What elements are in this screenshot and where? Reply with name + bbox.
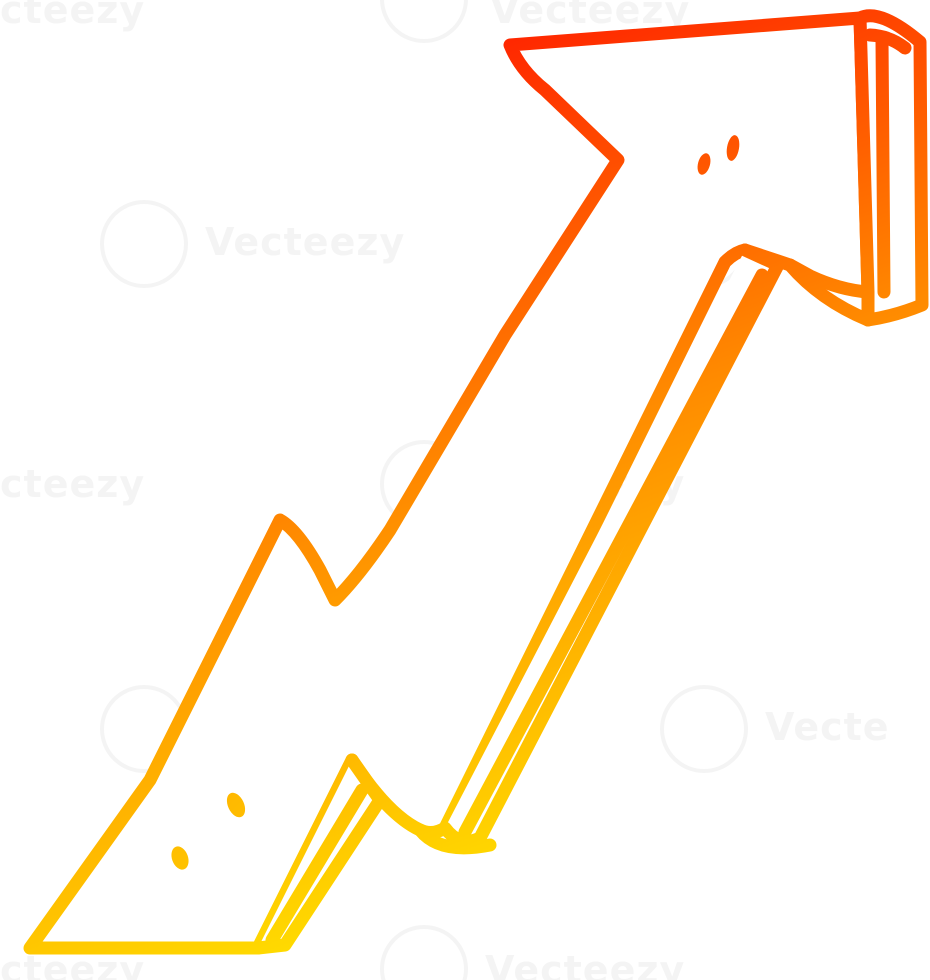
highlight-marks bbox=[171, 135, 740, 870]
arrow-shaft-inner-line-lower bbox=[265, 783, 369, 947]
watermark-text: Vecteezy bbox=[485, 948, 686, 980]
arrow-lower-bevel bbox=[413, 823, 497, 855]
watermark-logo-icon bbox=[660, 685, 748, 773]
watermark-text: Vecte bbox=[765, 705, 890, 749]
arrow-head-inner-line bbox=[875, 33, 891, 299]
arrow-head-edge-line bbox=[863, 28, 912, 55]
watermark-logo-icon bbox=[100, 200, 188, 288]
arrow-head-underside bbox=[783, 258, 875, 327]
highlight-mark bbox=[226, 792, 246, 818]
arrow-shaft-inner-line bbox=[458, 268, 769, 839]
highlight-mark bbox=[726, 135, 740, 161]
highlight-mark bbox=[697, 153, 711, 175]
arrow-front-face bbox=[23, 11, 875, 955]
watermark-text: cteezy bbox=[0, 0, 146, 32]
highlight-mark bbox=[171, 846, 189, 870]
watermark-text: Vecteezy bbox=[205, 220, 406, 264]
watermark-text: cteezy bbox=[0, 462, 146, 506]
arrow-head-side-face bbox=[853, 9, 929, 327]
watermark-text: Vecteezy bbox=[490, 0, 691, 32]
